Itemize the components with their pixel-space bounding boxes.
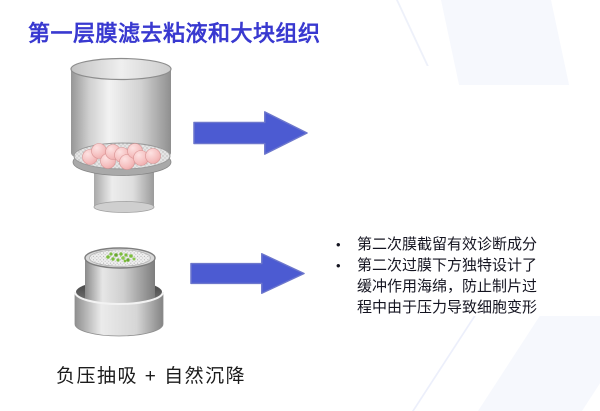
flow-arrow-top-icon: [193, 111, 308, 155]
corner-decoration-top-right: [441, 0, 570, 85]
bullet-dot: •: [336, 258, 341, 273]
corner-decoration-bottom-right: [478, 316, 600, 411]
bullet-item: • 第二次膜截留有效诊断成分: [333, 234, 545, 255]
bullet-list: • 第二次膜截留有效诊断成分 • 第二次过膜下方独特设计了缓冲作用海绵，防止制片…: [333, 234, 545, 318]
specimen-container-illustration: [70, 57, 172, 213]
process-caption: 负压抽吸 + 自然沉降: [56, 366, 247, 387]
bullet-item: • 第二次过膜下方独特设计了缓冲作用海绵，防止制片过程中由于压力导致细胞变形: [333, 255, 545, 318]
slide-title: 第一层膜滤去粘液和大块组织: [28, 21, 321, 46]
bullet-text: 第二次膜截留有效诊断成分: [357, 236, 538, 253]
flow-arrow-bottom-icon: [190, 253, 305, 294]
bullet-dot: •: [336, 237, 341, 252]
corner-decoration-line-top-right: [396, 0, 429, 66]
bullet-text: 第二次过膜下方独特设计了缓冲作用海绵，防止制片过程中由于压力导致细胞变形: [357, 257, 538, 316]
corner-decoration-line-bottom-right: [412, 316, 476, 411]
filter-device-illustration: [74, 247, 164, 337]
